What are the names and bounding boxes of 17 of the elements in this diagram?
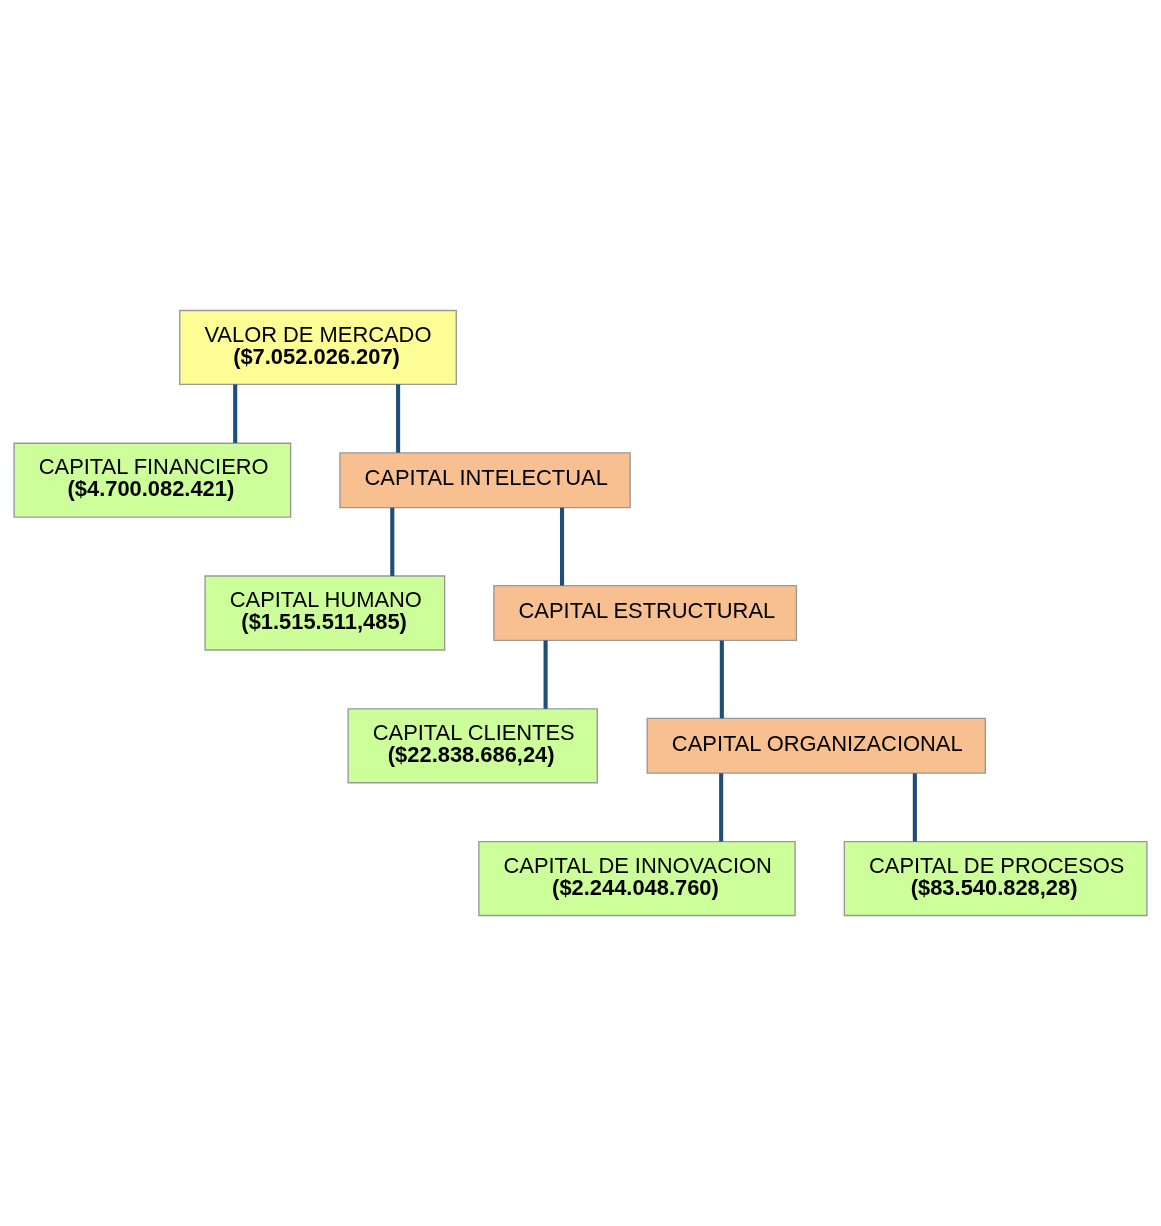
node-box: CAPITAL DE INNOVACION ($2.244.048.760) xyxy=(478,840,796,917)
connector xyxy=(719,640,724,719)
node-box: CAPITAL ESTRUCTURAL xyxy=(493,584,798,642)
connector xyxy=(719,773,724,842)
connector xyxy=(543,640,548,709)
node-box: CAPITAL FINANCIERO ($4.700.082.421) xyxy=(13,442,292,518)
connector xyxy=(233,384,238,443)
node-box: VALOR DE MERCADO ($7.052.026.207) xyxy=(179,309,457,386)
connector xyxy=(912,773,917,842)
connector xyxy=(390,507,395,576)
connector xyxy=(396,384,401,453)
node-box: CAPITAL HUMANO ($1.515.511,485) xyxy=(204,575,446,651)
node-box: CAPITAL ORGANIZACIONAL xyxy=(646,717,987,774)
node-box: CAPITAL CLIENTES ($22.838.686,24) xyxy=(347,708,598,784)
node-box: CAPITAL INTELECTUAL xyxy=(339,452,631,509)
node-box: CAPITAL DE PROCESOS ($83.540.828,28) xyxy=(843,840,1148,917)
connector xyxy=(559,507,565,586)
